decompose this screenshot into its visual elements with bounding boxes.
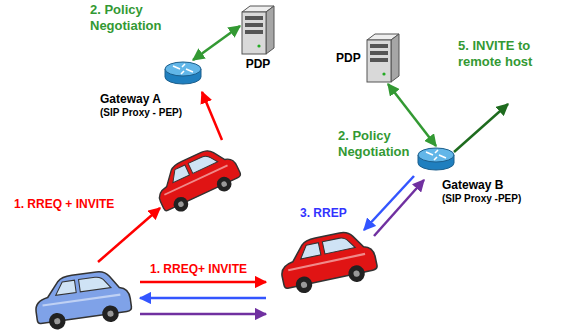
policy-arrow bbox=[193, 26, 240, 60]
vehicle-red bbox=[149, 141, 245, 218]
rrep-arrow bbox=[364, 176, 414, 230]
pdp-server: PDP bbox=[336, 32, 401, 84]
rrep-arrow bbox=[140, 297, 266, 300]
data-arrow bbox=[374, 180, 424, 236]
router-icon bbox=[416, 146, 456, 172]
invite-arrow bbox=[454, 104, 508, 152]
gateway-role: (SIP Proxy -PEP) bbox=[416, 192, 521, 205]
cloud-region: 5. INVITE to remote host 2. Policy Negoti… bbox=[330, 18, 566, 168]
message-label: 1. RREQ+ INVITE bbox=[150, 262, 247, 276]
policy-arrow bbox=[388, 84, 436, 146]
gateway-name: Gateway A bbox=[100, 92, 161, 106]
pdp-label: PDP bbox=[246, 57, 271, 71]
pdp-server: PDP bbox=[240, 4, 276, 71]
gateway-role: (SIP Proxy - PEP) bbox=[100, 106, 182, 119]
gateway-router: Gateway B(SIP Proxy -PEP) bbox=[416, 146, 521, 205]
rreq-arrow bbox=[202, 92, 222, 140]
step-label: 5. INVITE to remote host bbox=[458, 38, 552, 70]
rreq-arrow bbox=[98, 208, 160, 262]
step-label: 2. Policy Negotiation bbox=[90, 2, 168, 34]
vehicle-red bbox=[276, 227, 380, 297]
router-icon bbox=[163, 60, 203, 86]
server-icon bbox=[240, 4, 276, 56]
gateway-name: Gateway B bbox=[416, 178, 503, 192]
message-label: 3. RREP bbox=[300, 206, 347, 220]
gateway-router: Gateway A(SIP Proxy - PEP) bbox=[100, 60, 203, 119]
message-label: 1. RREQ + INVITE bbox=[14, 197, 114, 211]
vehicle-blue bbox=[32, 268, 133, 332]
rreq-arrow bbox=[140, 281, 266, 284]
step-label: 2. Policy Negotiation bbox=[338, 128, 420, 160]
data-arrow bbox=[140, 313, 266, 316]
server-icon bbox=[365, 32, 401, 84]
pdp-label: PDP bbox=[336, 51, 361, 65]
